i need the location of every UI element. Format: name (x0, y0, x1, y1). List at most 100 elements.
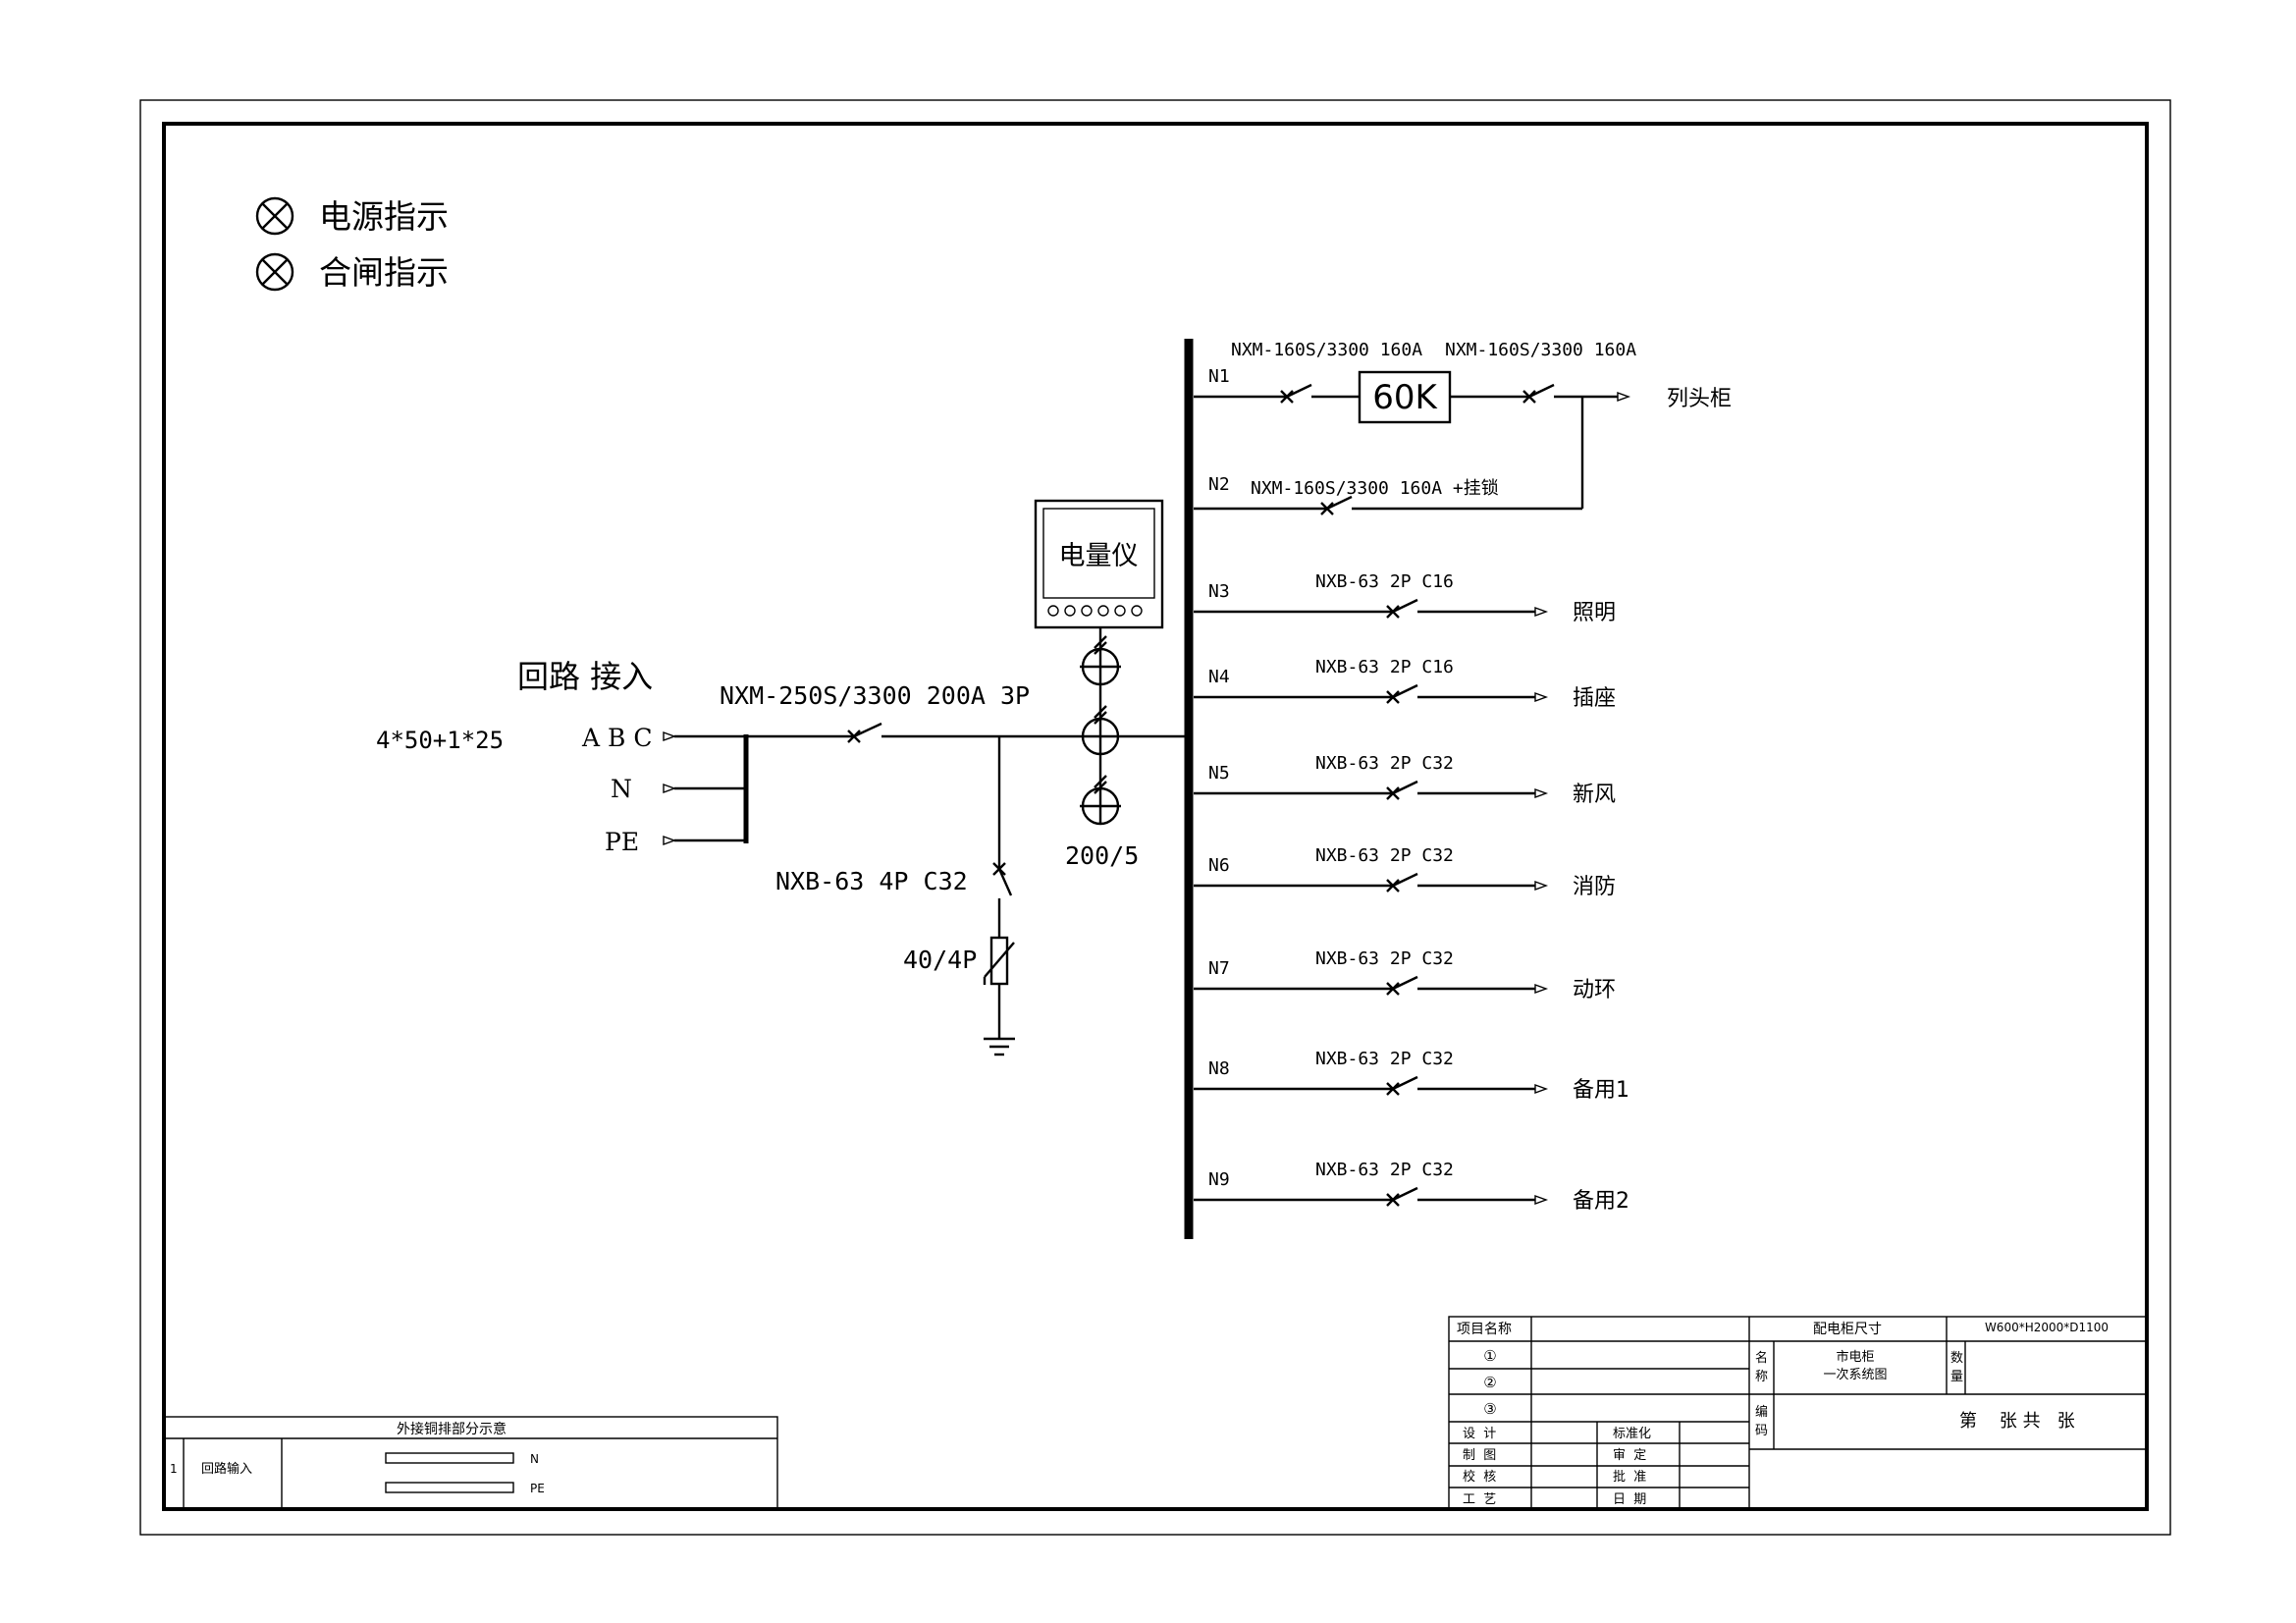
incoming-title: 回路 接入 (517, 658, 653, 695)
circuit-n7: N7 NXB-63 2P C32 动环 (1194, 948, 1616, 1002)
breaker-icon (1320, 495, 1353, 515)
breaker-icon (1386, 1186, 1418, 1207)
ups-box-label: 60K (1372, 378, 1438, 417)
breaker-icon (1386, 598, 1418, 619)
circuit-breaker-label: NXB-63 2P C16 (1315, 657, 1454, 677)
circuit-n3: N3 NXB-63 2P C16 照明 (1194, 571, 1616, 625)
phase-n-label: N (611, 775, 632, 803)
tb-review: 审 定 (1613, 1448, 1646, 1463)
breaker-icon (1386, 1075, 1418, 1096)
breaker-icon (1522, 383, 1555, 404)
circuit-n2: N2 NXM-160S/3300 160A +挂锁 (1194, 397, 1584, 515)
circuit-id: N7 (1208, 958, 1230, 979)
circuit-id: N3 (1208, 581, 1230, 602)
phase-pe-label: PE (605, 828, 639, 856)
inner-frame (162, 122, 2149, 1511)
copper-bar-title: 外接铜排部分示意 (397, 1421, 507, 1437)
tb-standard: 标准化 (1613, 1427, 1651, 1441)
tb-date: 日 期 (1613, 1492, 1646, 1507)
circuit-load: 插座 (1573, 686, 1616, 711)
circuit-breaker-label: NXB-63 2P C32 (1315, 845, 1454, 866)
spd-rating-label: 40/4P (903, 946, 977, 974)
circuit-breaker-label: NXB-63 2P C32 (1315, 948, 1454, 969)
surge-protector-icon (983, 936, 1015, 986)
circuit-breaker-label-2: NXM-160S/3300 160A (1445, 340, 1636, 360)
circuit-n1: N1 NXM-160S/3300 160A NXM-160S/3300 160A… (1194, 340, 1732, 424)
ct-ratio-label: 200/5 (1065, 841, 1139, 870)
circuit-load: 照明 (1573, 601, 1616, 625)
incoming-section: 回路 接入 4*50+1*25 A B C N PE NXM-250S/3300… (376, 499, 1189, 1056)
legend-label-closing: 合闸指示 (319, 253, 449, 292)
terminal-arrow-icon (1534, 881, 1549, 891)
circuit-id: N8 (1208, 1058, 1230, 1079)
circuit-id: N9 (1208, 1169, 1230, 1190)
breaker-icon (1386, 975, 1418, 996)
legend-label-power: 电源指示 (319, 197, 449, 236)
circuit-n6: N6 NXB-63 2P C32 消防 (1194, 845, 1616, 899)
circuit-breaker-label: NXB-63 2P C16 (1315, 571, 1454, 592)
circuit-n8: N8 NXB-63 2P C32 备用1 (1194, 1049, 1629, 1103)
copper-bar-row-label: 回路输入 (201, 1461, 252, 1477)
legend: 电源指示 合闸指示 (255, 196, 449, 292)
circuit-id: N5 (1208, 763, 1230, 784)
outer-frame (139, 99, 2171, 1536)
circuit-load: 备用1 (1573, 1078, 1629, 1103)
circuit-load: 消防 (1573, 875, 1616, 899)
tb-name-label-1: 名 (1755, 1350, 1768, 1366)
tb-draw: 制 图 (1463, 1448, 1496, 1463)
copper-bar-row-no: 1 (170, 1462, 178, 1476)
circuit-load: 列头柜 (1667, 387, 1732, 411)
copper-bar-n-label: N (530, 1452, 539, 1466)
tb-item-3: ③ (1483, 1400, 1496, 1418)
circuit-breaker-label: NXB-63 2P C32 (1315, 1160, 1454, 1180)
spd-breaker-label: NXB-63 4P C32 (775, 867, 968, 895)
circuit-breaker-label: NXB-63 2P C32 (1315, 1049, 1454, 1069)
tb-project-label: 项目名称 (1457, 1322, 1512, 1337)
terminal-arrow-icon (1534, 692, 1549, 702)
terminal-arrow-icon (1534, 984, 1549, 994)
tb-name-value-2: 一次系统图 (1823, 1367, 1887, 1382)
title-block: 项目名称 ① ② ③ 设 计 制 图 校 核 工 艺 标准化 审 定 批 准 日… (1448, 1316, 2148, 1510)
circuit-load: 动环 (1573, 978, 1616, 1002)
breaker-icon (847, 722, 882, 743)
tb-approve: 批 准 (1613, 1470, 1646, 1485)
copper-bar-n (385, 1452, 514, 1464)
tb-item-2: ② (1483, 1374, 1496, 1391)
breaker-icon (1386, 780, 1418, 800)
tb-item-1: ① (1483, 1347, 1496, 1365)
terminal-arrow-icon (663, 784, 677, 793)
ground-icon (984, 1037, 1015, 1056)
meter-label: 电量仪 (1059, 541, 1139, 571)
copper-bar-pe-label: PE (530, 1482, 545, 1495)
cable-spec: 4*50+1*25 (376, 727, 504, 754)
circuit-breaker-label: NXB-63 2P C32 (1315, 753, 1454, 774)
breaker-icon (992, 862, 1013, 896)
indicator-lamp-icon (255, 252, 294, 292)
breaker-icon (1386, 872, 1418, 893)
tb-name-label-2: 称 (1755, 1370, 1768, 1384)
copper-bar-table: 外接铜排部分示意 1 回路输入 N PE (163, 1416, 778, 1510)
circuit-id: N2 (1208, 474, 1230, 495)
main-breaker-label: NXM-250S/3300 200A 3P (720, 681, 1030, 710)
circuit-load: 备用2 (1573, 1189, 1629, 1214)
terminal-arrow-icon (663, 836, 677, 845)
copper-bar-pe (385, 1482, 514, 1493)
tb-qty-label-1: 数 (1950, 1351, 1963, 1366)
terminal-arrow-icon (1534, 788, 1549, 798)
circuit-id: N6 (1208, 855, 1230, 876)
tb-size-value: W600*H2000*D1100 (1985, 1321, 2109, 1334)
phase-abc-label: A B C (581, 724, 652, 752)
breaker-icon (1386, 683, 1418, 704)
tb-size-label: 配电柜尺寸 (1813, 1322, 1882, 1337)
circuit-breaker-label: NXM-160S/3300 160A +挂锁 (1251, 478, 1499, 499)
tb-craft: 工 艺 (1463, 1492, 1496, 1507)
indicator-lamp-icon (255, 196, 294, 236)
tb-code-label-1: 编 (1755, 1405, 1768, 1420)
tb-design: 设 计 (1463, 1427, 1496, 1441)
tb-qty-label-2: 量 (1950, 1370, 1963, 1384)
tb-code-label-2: 码 (1755, 1424, 1768, 1438)
circuit-id: N1 (1208, 366, 1230, 387)
